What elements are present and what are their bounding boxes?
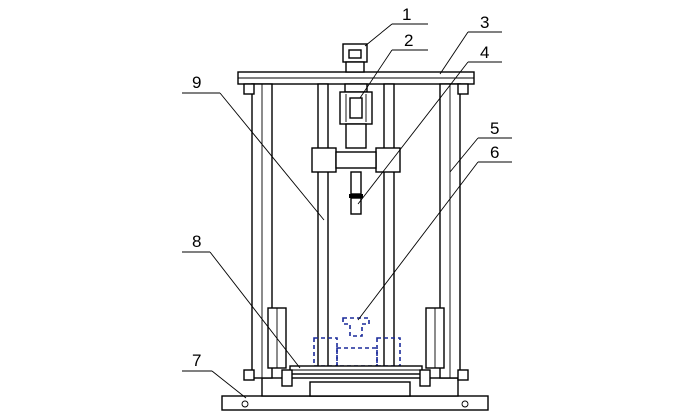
callout-9: 9 [192, 73, 201, 92]
callout-8: 8 [192, 232, 201, 251]
base-plate [221, 377, 489, 411]
leader-lines [182, 23, 512, 399]
callout-4: 4 [480, 43, 489, 62]
coupling-housing [339, 83, 373, 149]
top-plate [237, 71, 475, 85]
crosshead [311, 147, 401, 173]
callout-3: 3 [480, 13, 489, 32]
callout-6: 6 [490, 143, 499, 162]
lower-fixture [281, 365, 431, 387]
callout-7: 7 [192, 351, 201, 370]
loading-spindle [349, 171, 363, 215]
left-support-column [243, 83, 287, 381]
callout-2: 2 [404, 31, 413, 50]
drive-motor [342, 43, 368, 73]
callout-5: 5 [490, 119, 499, 138]
callout-1: 1 [402, 5, 411, 24]
right-support-column [425, 83, 469, 381]
